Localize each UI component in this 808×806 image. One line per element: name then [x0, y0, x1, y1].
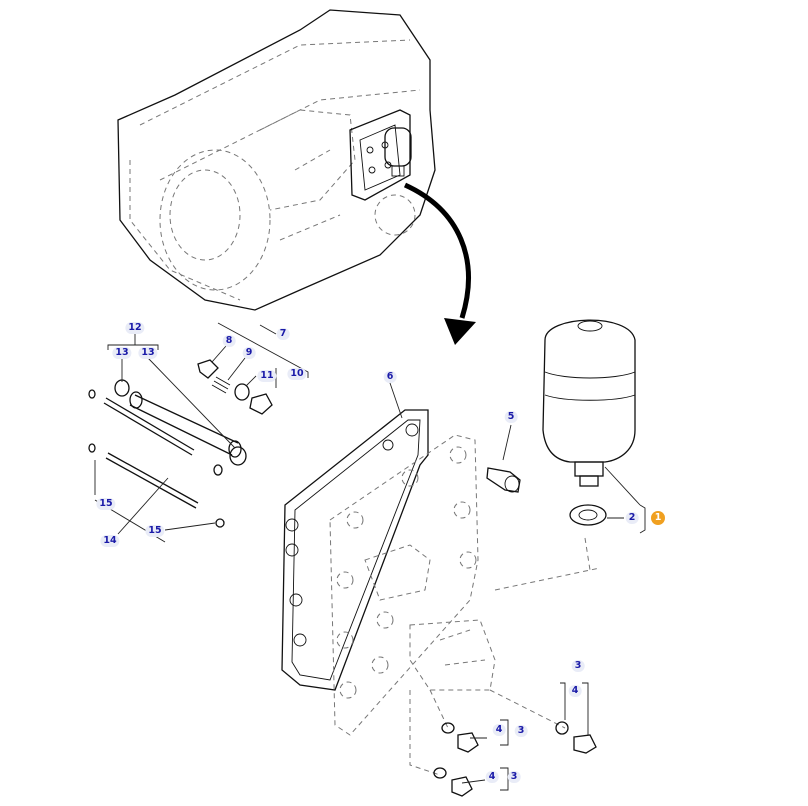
- callout-5[interactable]: 5: [504, 411, 518, 423]
- plug-spring-parts: [197, 359, 273, 415]
- accumulator: [542, 319, 636, 487]
- callout-15-bottom[interactable]: 15: [145, 525, 165, 537]
- cover-plate: [329, 434, 601, 776]
- plugs-with-seals: [433, 721, 597, 797]
- callout-3-right[interactable]: 3: [571, 660, 585, 672]
- callout-12[interactable]: 12: [125, 322, 145, 334]
- callout-3-middle[interactable]: 3: [514, 725, 528, 737]
- callout-10[interactable]: 10: [287, 368, 307, 380]
- callout-9[interactable]: 9: [242, 347, 256, 359]
- callout-13-right[interactable]: 13: [138, 347, 158, 359]
- callout-6[interactable]: 6: [383, 371, 397, 383]
- bolt: [486, 467, 521, 493]
- seal-ring: [569, 504, 607, 526]
- callout-15-top[interactable]: 15: [96, 498, 116, 510]
- callout-14[interactable]: 14: [100, 535, 120, 547]
- transmission-housing: [117, 9, 436, 311]
- callout-4-middle[interactable]: 4: [492, 724, 506, 736]
- callout-4-right[interactable]: 4: [568, 685, 582, 697]
- callout-1-highlighted[interactable]: 1: [651, 511, 665, 525]
- callout-7[interactable]: 7: [276, 328, 290, 340]
- callout-13-left[interactable]: 13: [112, 347, 132, 359]
- gasket: [281, 409, 429, 691]
- tubes-and-rods: [88, 379, 247, 528]
- callout-4-bottom[interactable]: 4: [485, 771, 499, 783]
- callout-2[interactable]: 2: [625, 512, 639, 524]
- reference-arrow: [403, 182, 476, 345]
- leader-lines: [94, 322, 646, 791]
- callout-8[interactable]: 8: [222, 335, 236, 347]
- callout-11[interactable]: 11: [257, 370, 277, 382]
- callout-3-bottom[interactable]: 3: [507, 771, 521, 783]
